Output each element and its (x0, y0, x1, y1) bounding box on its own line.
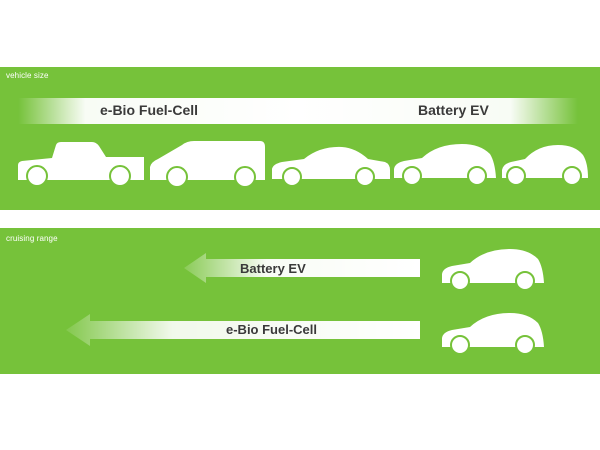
van-icon (148, 138, 268, 188)
compact-hatchback-icon (500, 143, 590, 187)
cruising-range-label: cruising range (6, 234, 58, 243)
vehicle-size-panel: vehicle size e-Bio Fuel-Cell Battery EV (0, 67, 600, 210)
battery-ev-arrow-label: Battery EV (240, 261, 306, 276)
battery-ev-range-arrow: Battery EV (182, 251, 422, 285)
scale-label-battery-ev: Battery EV (418, 102, 489, 118)
fuel-cell-arrow-label: e-Bio Fuel-Cell (226, 322, 318, 337)
battery-ev-hatchback-icon (440, 247, 546, 292)
pickup-truck-icon (16, 140, 146, 188)
scale-label-fuel-cell: e-Bio Fuel-Cell (100, 102, 199, 118)
vehicle-size-label: vehicle size (6, 71, 49, 80)
fuel-cell-hatchback-icon (440, 311, 546, 356)
cruising-range-panel: cruising range Battery EV (0, 228, 600, 374)
sedan-icon (270, 145, 392, 187)
fuel-cell-range-arrow: e-Bio Fuel-Cell (64, 312, 422, 348)
vehicle-size-scale-band: e-Bio Fuel-Cell Battery EV (18, 98, 578, 124)
hatchback-icon (392, 142, 498, 187)
